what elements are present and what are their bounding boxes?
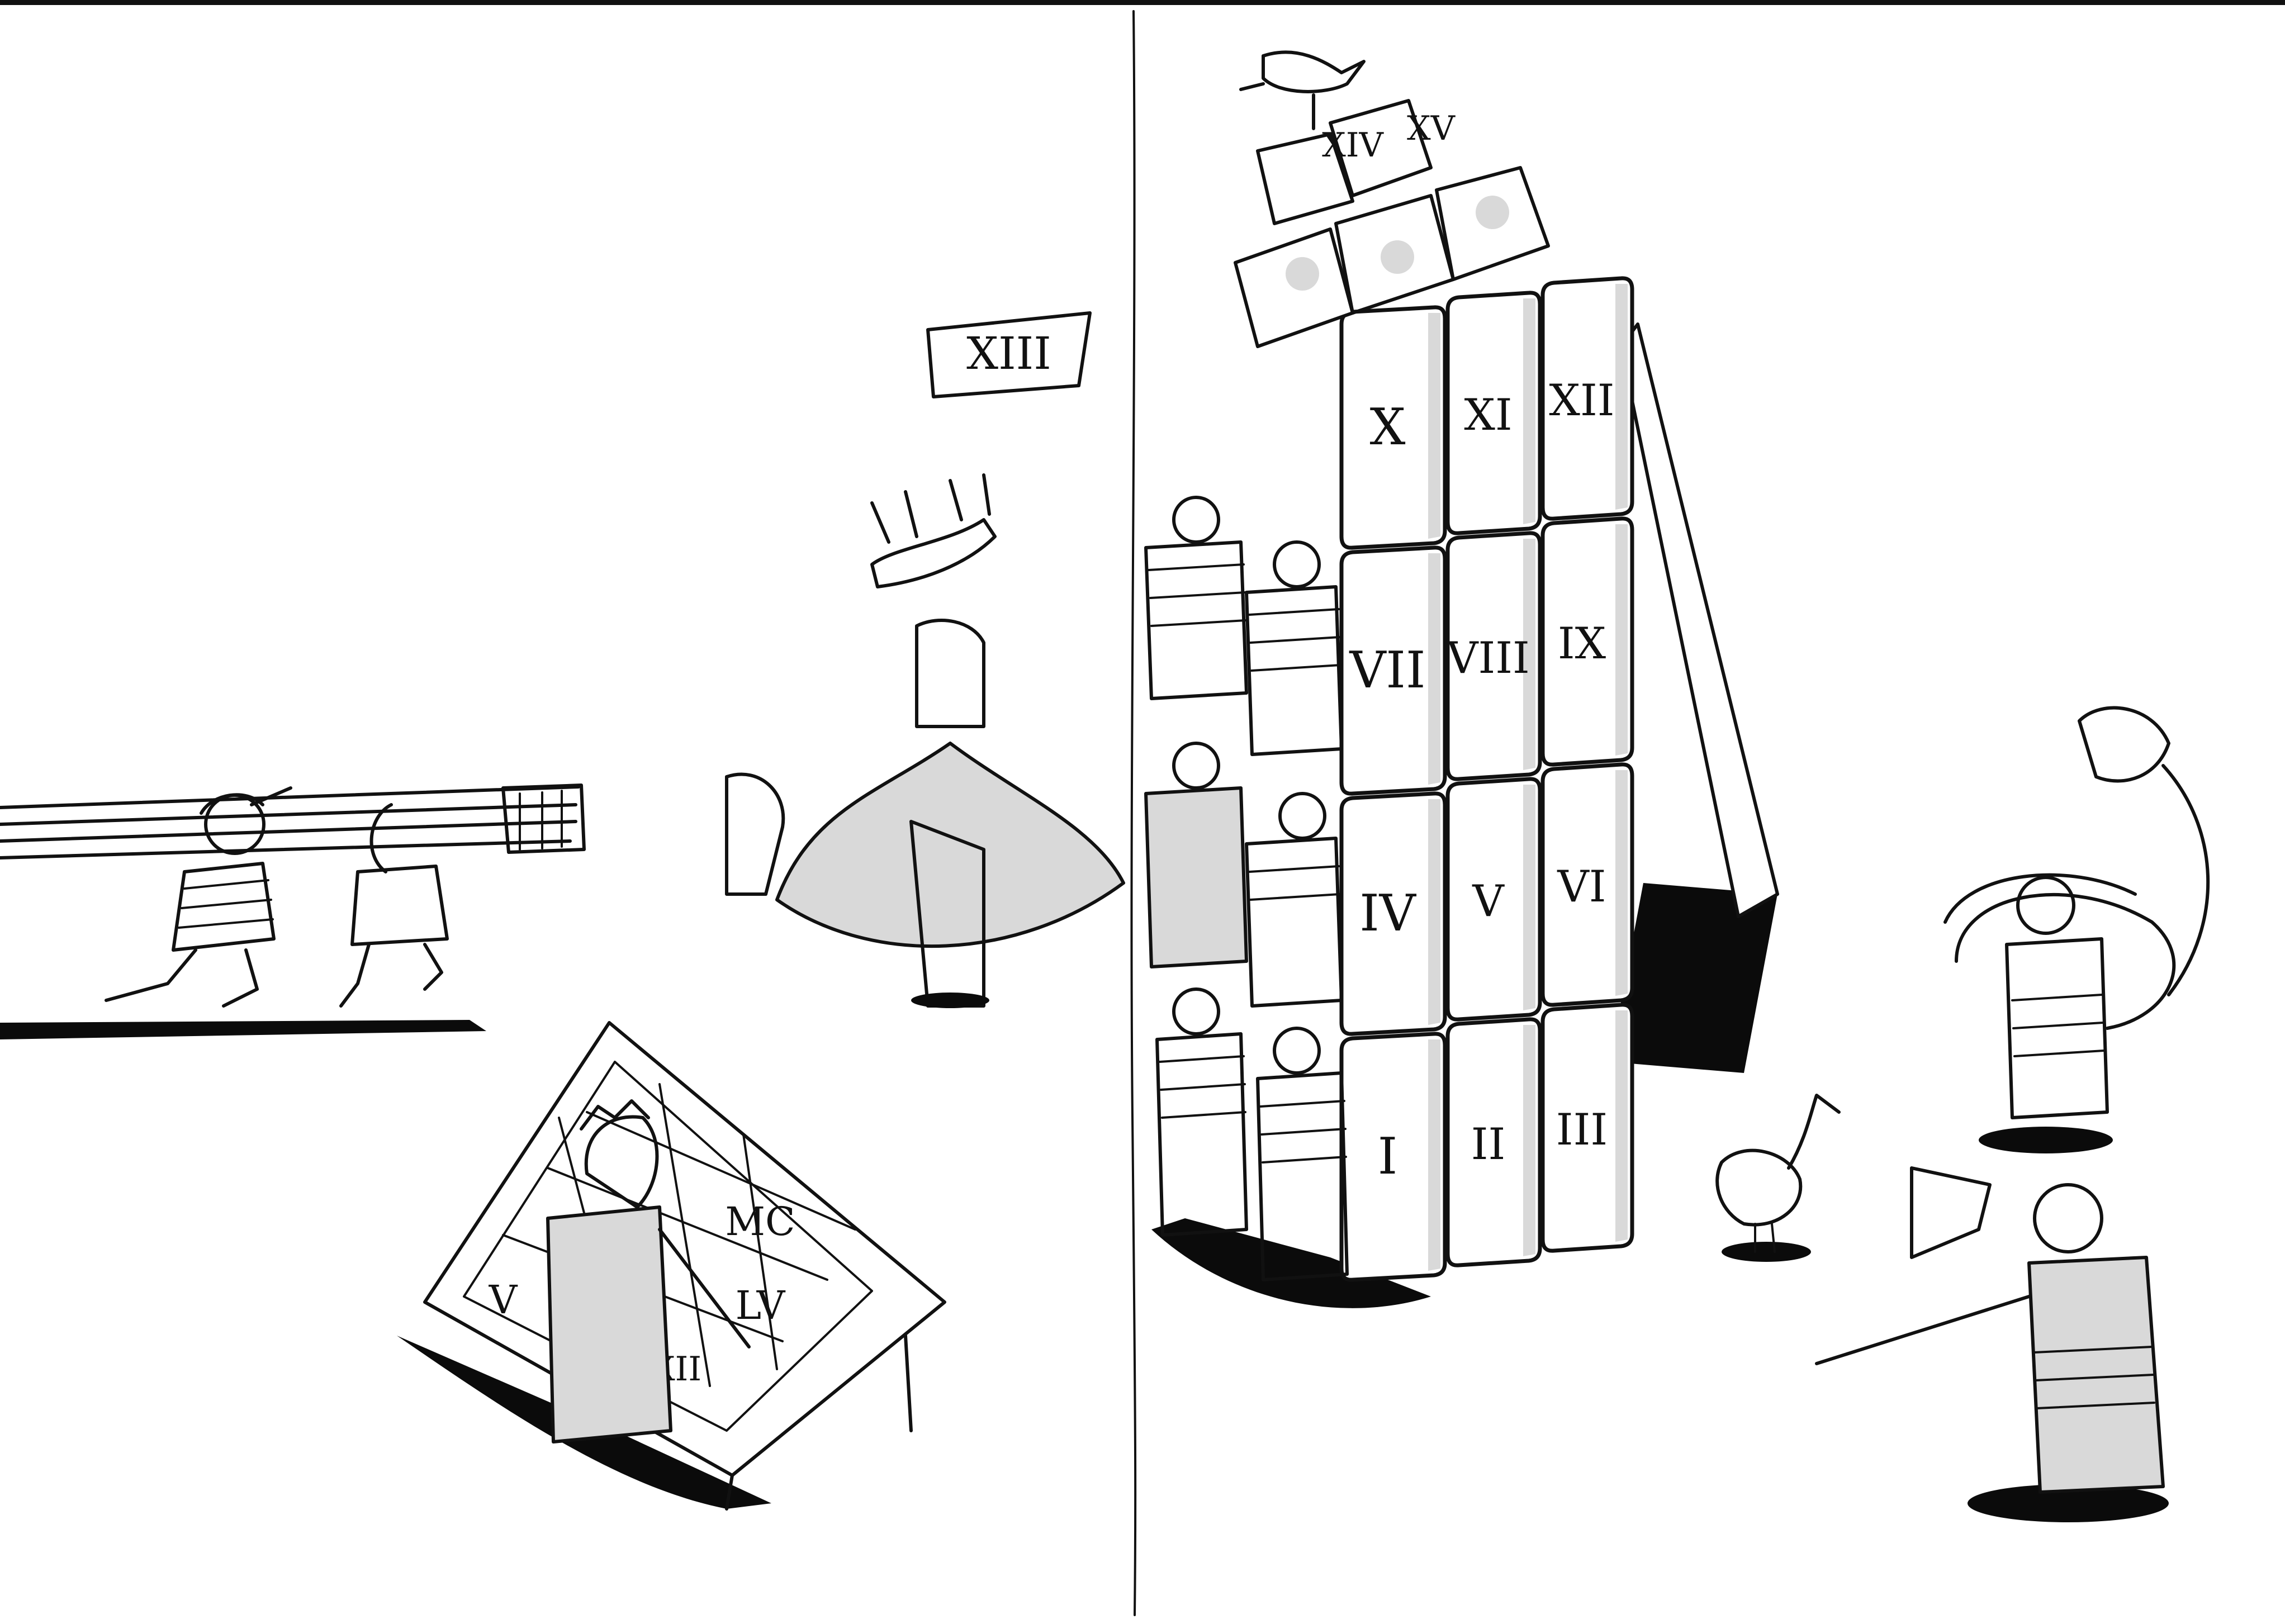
tower-block-label: XI <box>1464 390 1512 440</box>
soldier <box>1256 1027 1349 1281</box>
tower-block-label: III <box>1556 1105 1608 1155</box>
tower-block <box>1445 1017 1542 1267</box>
grid-label-2: LV <box>736 1283 786 1328</box>
book-gutter <box>1130 10 1137 1616</box>
tower-block-label: IX <box>1558 619 1606 669</box>
megaphone-commander <box>1815 1166 2169 1522</box>
tower-block-shade <box>1523 785 1535 1010</box>
grid-label-0: MC <box>725 1199 795 1245</box>
flying-card-label: XIII <box>966 327 1051 379</box>
tower-shadow <box>1151 1218 1431 1308</box>
tower-block-shade <box>1523 539 1535 770</box>
beam-carrier-front <box>105 786 292 1008</box>
tower-block <box>1445 777 1542 1022</box>
tower-block-label: VIII <box>1446 633 1530 683</box>
tower-block-label: XII <box>1549 376 1614 426</box>
tower-block-shade <box>1523 1025 1535 1256</box>
tower-block <box>1540 762 1634 1007</box>
soldier-stack <box>1144 496 1349 1281</box>
tower-block-label: VI <box>1557 862 1606 912</box>
tower-block-shade <box>1523 298 1535 524</box>
tower-block-shade <box>1428 799 1440 1025</box>
soldier <box>1155 987 1248 1237</box>
roof-tile <box>1435 166 1550 281</box>
tower-block-shade <box>1615 524 1628 756</box>
emperor-figure <box>546 1099 751 1443</box>
tower-block-shade <box>1428 313 1440 539</box>
roof-tile-label-0: XIV <box>1322 126 1384 165</box>
bird-on-top <box>1239 50 1366 130</box>
tower-block-shade <box>1428 553 1440 785</box>
tower-block <box>1339 1032 1447 1282</box>
tower-block <box>1540 276 1634 521</box>
tower-block-shade <box>1428 1039 1440 1271</box>
drafting-table-group: MC V LV XII <box>397 1021 946 1511</box>
megaphone <box>1910 1166 1992 1259</box>
roof-tile <box>1256 132 1354 225</box>
tuba-bell <box>2078 706 2170 783</box>
flying-figure <box>870 473 997 588</box>
tower-block-shade <box>1615 1010 1628 1242</box>
beam-carrier-rear <box>339 803 449 1008</box>
tower-block <box>1339 545 1447 796</box>
roof-tiles: XIV XV <box>1234 99 1550 348</box>
tower-block-label: IV <box>1359 884 1417 943</box>
tower-block <box>1540 516 1634 767</box>
grid-label-1: V <box>489 1277 518 1323</box>
tuba-player <box>1943 706 2210 1153</box>
tower-block-shade <box>1615 770 1628 996</box>
tower-block <box>1540 1003 1634 1253</box>
beam-shadow <box>0 1020 486 1039</box>
tower-block <box>1445 291 1542 535</box>
beam-carriers-group <box>0 782 586 1039</box>
tower-block-label: V <box>1472 876 1505 927</box>
roof-tile-label-1: XV <box>1407 109 1456 148</box>
pointer-stick <box>1815 1295 2031 1365</box>
soldier <box>1245 792 1343 1008</box>
soldier <box>1245 540 1343 756</box>
roof-tile <box>1329 99 1433 197</box>
tower-block-label: X <box>1369 398 1405 457</box>
tower-block-label: II <box>1471 1119 1506 1170</box>
tower-block-label: VII <box>1349 641 1425 700</box>
soldier <box>1144 742 1248 968</box>
tower-block <box>1339 791 1447 1036</box>
flying-card: XIII <box>926 311 1092 398</box>
tower-block <box>1445 531 1542 781</box>
tower-block-shade <box>1615 284 1628 510</box>
tower-block-label: I <box>1378 1127 1398 1186</box>
goose <box>1715 1094 1841 1262</box>
net-holders-group: XIII <box>725 311 1125 1008</box>
soldier <box>1144 496 1248 700</box>
